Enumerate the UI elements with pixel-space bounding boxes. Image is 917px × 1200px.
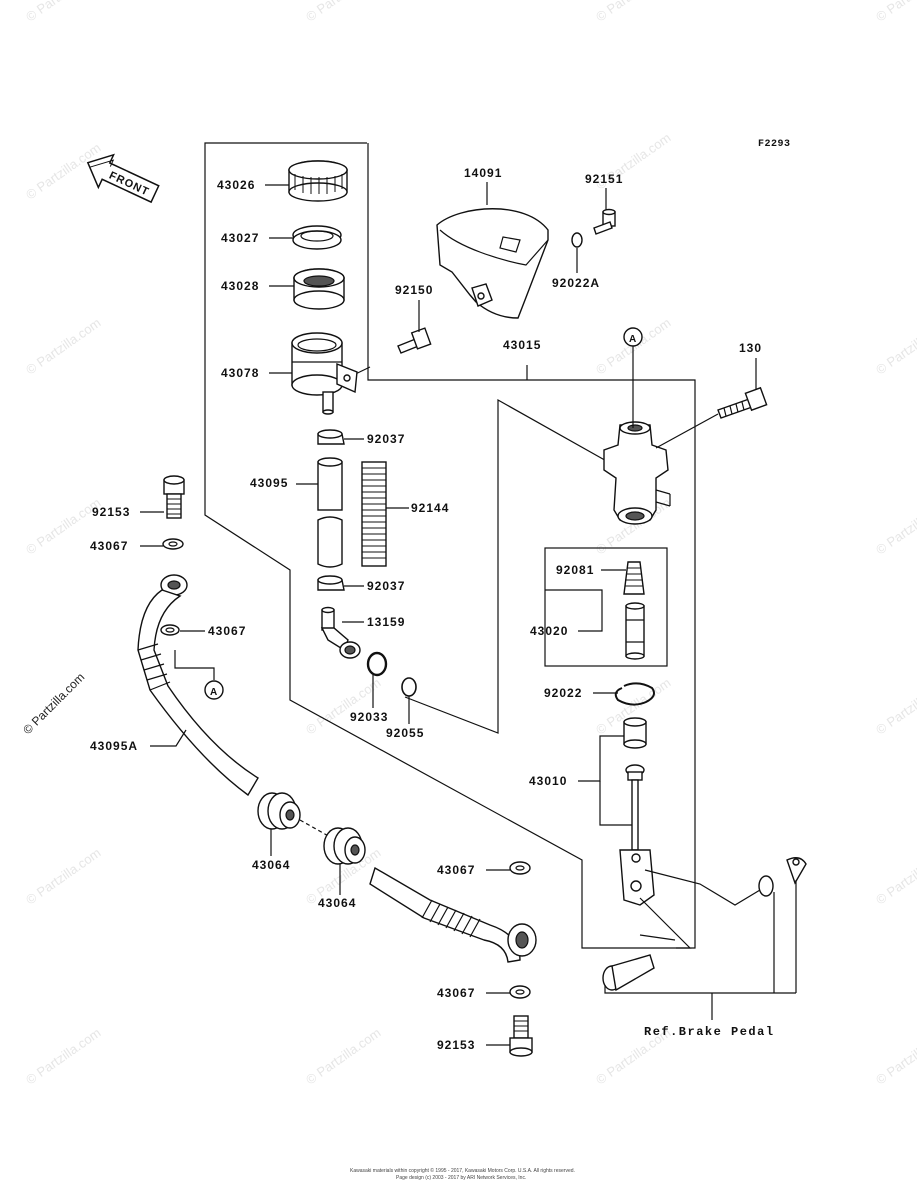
part-92055-o-ring <box>401 677 417 697</box>
label-43095a: 43095A <box>90 739 138 753</box>
part-13159-fitting <box>320 606 361 659</box>
watermark: © Partzilla.com <box>873 675 917 738</box>
part-43064-grommet-a <box>257 792 301 830</box>
label-43027: 43027 <box>221 231 259 245</box>
part-43067-washer-c-inner <box>515 865 525 871</box>
label-leaders <box>140 182 757 1046</box>
label-92033: 92033 <box>350 710 388 724</box>
part-43067-washer-b-inner <box>165 627 175 633</box>
part-92153-banjo-bolt-bottom <box>509 1015 533 1057</box>
figure-code: F2293 <box>758 139 791 150</box>
part-92022-circlip <box>614 682 655 706</box>
part-43095a-brake-hose <box>137 574 259 797</box>
part-92033-circlip <box>366 651 388 677</box>
label-43067-a: 43067 <box>90 539 128 553</box>
part-92153-banjo-bolt-top <box>163 475 185 519</box>
part-43026-cap <box>288 160 348 202</box>
label-92150: 92150 <box>395 283 433 297</box>
label-92153-bottom: 92153 <box>437 1038 475 1052</box>
label-92144: 92144 <box>411 501 449 515</box>
part-92150-bolt <box>397 327 432 354</box>
part-43010-push-rod <box>619 717 655 906</box>
label-43010: 43010 <box>529 774 567 788</box>
watermark: © Partzilla.com <box>23 315 103 378</box>
part-hose-lower <box>369 866 521 963</box>
part-43064-grommet-b <box>323 827 366 865</box>
label-92151: 92151 <box>585 172 623 186</box>
footer-page-design: Page design (c) 2003 - 2017 by ARI Netwo… <box>396 1175 526 1181</box>
watermark: © Partzilla.com <box>303 675 383 738</box>
label-92037-top: 92037 <box>367 432 405 446</box>
label-43028: 43028 <box>221 279 259 293</box>
part-43067-washer-b <box>160 624 180 636</box>
part-43067-washer-c <box>509 861 531 875</box>
watermark: © Partzilla.com <box>23 0 103 24</box>
part-43078-reservoir <box>291 332 358 415</box>
watermark: © Partzilla.com <box>23 1025 103 1088</box>
part-43067-washer-a <box>162 538 184 550</box>
part-14091-cover <box>436 208 549 319</box>
label-92153-top: 92153 <box>92 505 130 519</box>
part-clevis-pin <box>602 954 655 992</box>
leader <box>655 413 719 449</box>
watermark: © Partzilla.com <box>303 0 383 24</box>
part-43067-washer-d-inner <box>515 989 525 995</box>
ref-a-marker-top: A <box>623 327 643 428</box>
label-43067-b: 43067 <box>208 624 246 638</box>
part-43067-washer-d <box>509 985 531 999</box>
washer-icon <box>758 875 774 897</box>
part-43027-plate <box>292 225 342 250</box>
part-43015-master-cylinder <box>603 421 671 525</box>
label-43026: 43026 <box>217 178 255 192</box>
label-92037-bottom: 92037 <box>367 579 405 593</box>
label-43064-a: 43064 <box>252 858 290 872</box>
watermark: © Partzilla.com <box>873 845 917 908</box>
ref-a-label: A <box>629 334 636 345</box>
part-banjo-fitting <box>507 923 537 957</box>
watermark: © Partzilla.com <box>873 0 917 24</box>
watermark-side: © Partzilla.com <box>20 670 87 737</box>
label-43020: 43020 <box>530 624 568 638</box>
watermark: © Partzilla.com <box>303 1025 383 1088</box>
assembly-outline <box>204 142 696 949</box>
ref-brake-pedal-leaders <box>604 869 797 1020</box>
label-43064-b: 43064 <box>318 896 356 910</box>
label-13159: 13159 <box>367 615 405 629</box>
label-92081: 92081 <box>556 563 594 577</box>
watermark: © Partzilla.com <box>873 315 917 378</box>
footer-copyright: Kawasaki materials within copyright © 19… <box>350 1167 575 1174</box>
watermark: © Partzilla.com <box>873 495 917 558</box>
part-43067-washer-a-inner <box>168 541 178 547</box>
label-92022: 92022 <box>544 686 582 700</box>
watermark: © Partzilla.com <box>23 845 103 908</box>
part-92037-clamp-top <box>317 429 345 445</box>
label-43067-d: 43067 <box>437 986 475 1000</box>
part-92151-bolt <box>593 208 616 235</box>
cotter-pin-icon <box>786 857 807 885</box>
ref-a-label: A <box>210 687 217 698</box>
label-130: 130 <box>739 341 762 355</box>
part-92022a-washer <box>571 232 583 248</box>
label-92055: 92055 <box>386 726 424 740</box>
watermark: © Partzilla.com <box>593 0 673 24</box>
ref-brake-pedal-note: Ref.Brake Pedal <box>644 1025 775 1039</box>
label-43078: 43078 <box>221 366 259 380</box>
ref-a-marker-bottom: A <box>174 650 224 700</box>
part-labels: 43026 43027 43028 43078 14091 92151 9202… <box>90 166 762 1052</box>
part-92081-spring <box>623 561 645 595</box>
label-43095: 43095 <box>250 476 288 490</box>
part-43020-piston <box>625 602 645 660</box>
label-43015: 43015 <box>503 338 541 352</box>
label-92022a: 92022A <box>552 276 600 290</box>
part-43095-hose <box>317 457 343 568</box>
part-92037-clamp-bottom <box>317 575 345 591</box>
part-92144-spring <box>361 461 387 567</box>
part-130-bolt <box>717 386 768 419</box>
label-14091: 14091 <box>464 166 502 180</box>
label-43067-c: 43067 <box>437 863 475 877</box>
watermark: © Partzilla.com <box>873 1025 917 1088</box>
part-43028-diaphragm <box>293 268 345 310</box>
